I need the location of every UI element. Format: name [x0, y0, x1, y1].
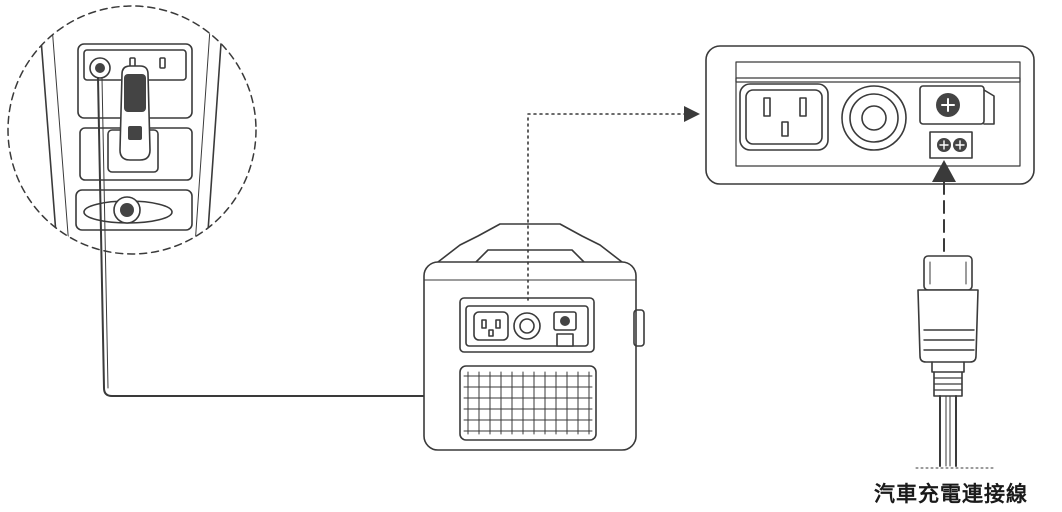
ac-outlet-icon — [739, 83, 829, 151]
arrow-right-icon — [684, 106, 700, 122]
car-charging-cable — [915, 255, 997, 469]
arrow-up-icon — [932, 160, 956, 182]
power-station — [423, 223, 645, 451]
round-connector — [113, 196, 141, 224]
dc-port-icon — [919, 85, 995, 125]
dotted-guide-line — [527, 113, 687, 301]
cable-plug-socket — [89, 57, 111, 79]
magnified-port-panel — [705, 45, 1035, 185]
magnified-port-detail — [7, 5, 257, 255]
car-charge-port-icon — [929, 131, 973, 159]
cable-caption: 汽車充電連接線 — [874, 482, 1028, 506]
connection-cable — [97, 77, 567, 397]
vent-grille — [463, 371, 593, 435]
car-plug-head — [119, 65, 151, 161]
round-port-icon — [841, 85, 907, 151]
